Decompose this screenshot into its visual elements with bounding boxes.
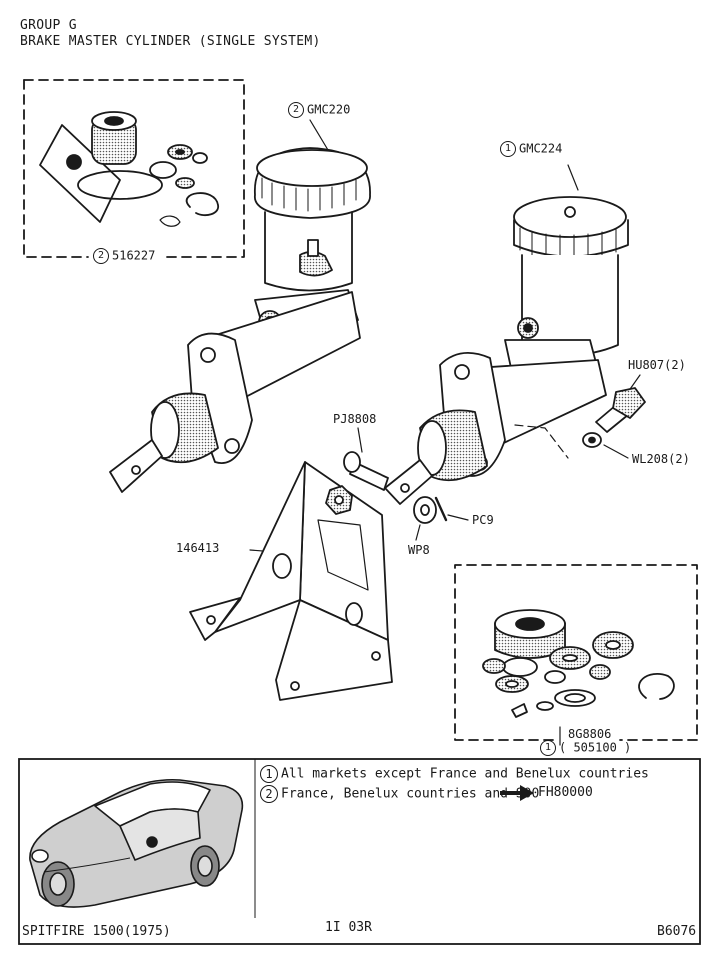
- part-code: GMC220: [307, 102, 351, 117]
- ref-circle: 2: [288, 102, 304, 118]
- alt-code: ( 505100 ): [559, 740, 632, 755]
- master-cylinder-left: [109, 291, 361, 493]
- legend-item-2-suffix: FH80000: [538, 785, 593, 800]
- ref-circle: 2: [260, 785, 278, 803]
- label-hu807: HU807(2): [628, 358, 686, 372]
- pivot-pin-pj8808: [343, 427, 389, 491]
- spitfire-car-illustration: [29, 778, 244, 908]
- ref-circle: 1: [540, 740, 556, 756]
- part-code: 516227: [112, 248, 156, 263]
- footer-frame: [18, 758, 701, 945]
- page-number: 1I 03R: [325, 920, 372, 935]
- model-label: SPITFIRE 1500(1975): [22, 924, 171, 939]
- bolt-hu807: [595, 374, 646, 433]
- group-label: GROUP G: [20, 18, 77, 33]
- legend-text: France, Benelux countries and S00: [281, 786, 540, 802]
- seal-kit-box-1: [454, 564, 698, 746]
- ref-circle: 2: [93, 248, 109, 264]
- label-505100: 1( 505100 ): [540, 740, 631, 756]
- page-title: BRAKE MASTER CYLINDER (SINGLE SYSTEM): [20, 34, 321, 49]
- seal-kit-parts-icon: [482, 609, 675, 718]
- label-8g8806: 8G8806: [568, 727, 612, 741]
- part-code: GMC224: [519, 141, 563, 156]
- label-wp8: WP8: [408, 543, 430, 557]
- split-pin-pc9: [434, 496, 469, 522]
- bracket-146413: [189, 461, 393, 701]
- ref-circle: 1: [500, 141, 516, 157]
- plate-number: B6076: [657, 924, 697, 939]
- master-cylinder-right: [384, 351, 607, 505]
- washer-wp8: [413, 496, 437, 541]
- washer-wl208: [582, 432, 629, 459]
- arrow-icon: [500, 785, 534, 801]
- legend-text: All markets except France and Benelux co…: [281, 766, 649, 782]
- ref-circle: 1: [260, 765, 278, 783]
- label-wl208: WL208(2): [632, 452, 690, 466]
- seal-kit-box-2: [23, 79, 245, 258]
- label-pj8808: PJ8808: [333, 412, 377, 426]
- label-146413: 146413: [176, 541, 220, 555]
- label-pc9: PC9: [472, 513, 494, 527]
- reservoir-gmc220: [254, 119, 371, 339]
- seal-kit-parts-icon: [77, 111, 219, 227]
